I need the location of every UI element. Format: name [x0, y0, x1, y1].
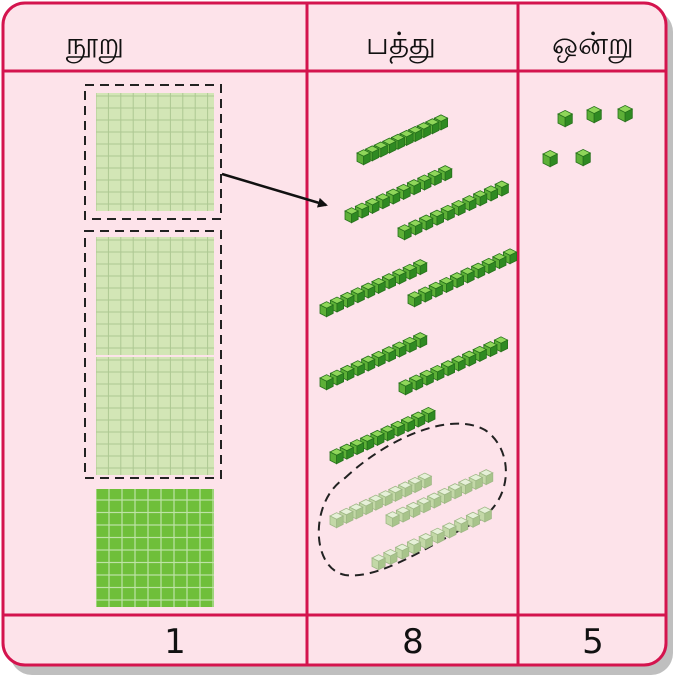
ten-rod	[319, 332, 428, 391]
regroup-box-double	[84, 230, 222, 479]
value-tens: 8	[402, 622, 424, 662]
regroup-box-single	[84, 84, 222, 220]
value-ones: 5	[582, 622, 604, 662]
ten-rod-faded	[329, 472, 433, 529]
ten-rod	[329, 406, 436, 465]
unit-cube	[542, 149, 559, 168]
ten-rod-faded	[385, 469, 494, 528]
hundred-flat-faded	[96, 93, 214, 211]
ten-rod	[344, 165, 453, 224]
ten-rod	[319, 259, 428, 318]
unit-cubes	[542, 104, 634, 168]
ten-rods	[319, 114, 518, 571]
unit-cube	[557, 109, 574, 128]
ten-rod	[398, 336, 509, 396]
table-grid	[3, 3, 666, 665]
ten-rod-faded	[371, 506, 493, 571]
value-hundreds: 1	[164, 622, 186, 662]
hundred-flat-faded	[96, 357, 214, 475]
ten-rod	[356, 114, 449, 166]
hundred-flat-faded	[96, 237, 214, 355]
ten-rod	[397, 180, 510, 241]
regroup-arrow	[221, 172, 328, 208]
hundred-flat	[96, 489, 214, 607]
header-ones: ஒன்று	[552, 26, 634, 63]
header-tens: பத்து	[366, 26, 436, 64]
unit-cube	[575, 148, 592, 167]
ten-rod	[407, 248, 518, 308]
unit-cube	[586, 105, 603, 124]
unit-cube	[617, 104, 634, 123]
header-hundreds: நூறு	[66, 26, 124, 63]
